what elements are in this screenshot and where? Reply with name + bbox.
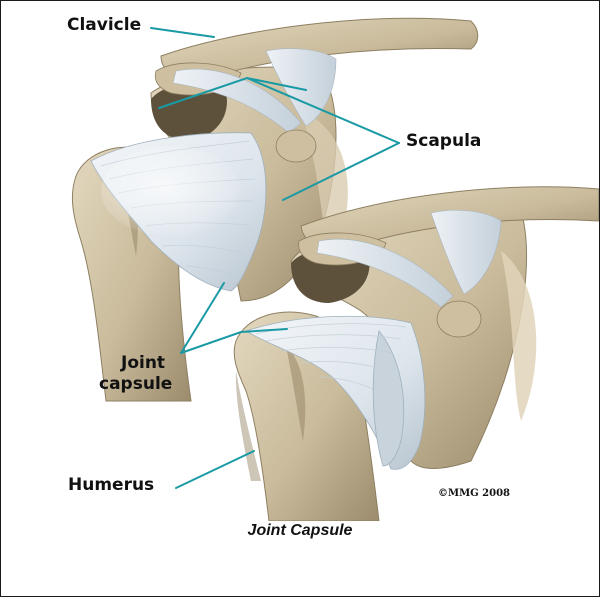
scapula-label: Scapula	[406, 131, 481, 151]
shoulder-illustration	[1, 1, 599, 521]
humerus-label: Humerus	[68, 475, 154, 495]
humerus-leader	[176, 451, 254, 488]
copyright-notice: ©MMG 2008	[438, 488, 510, 499]
figure-caption: Joint Capsule	[1, 522, 599, 540]
upper-coracoid	[276, 130, 316, 162]
clavicle-leader	[151, 28, 214, 37]
joint-capsule-label-line1: Joint	[121, 353, 165, 373]
clavicle-label: Clavicle	[67, 15, 141, 35]
lower-coracoid	[437, 301, 481, 337]
joint-capsule-label-line2: capsule	[99, 374, 172, 394]
capsule-leader-1	[181, 283, 224, 353]
